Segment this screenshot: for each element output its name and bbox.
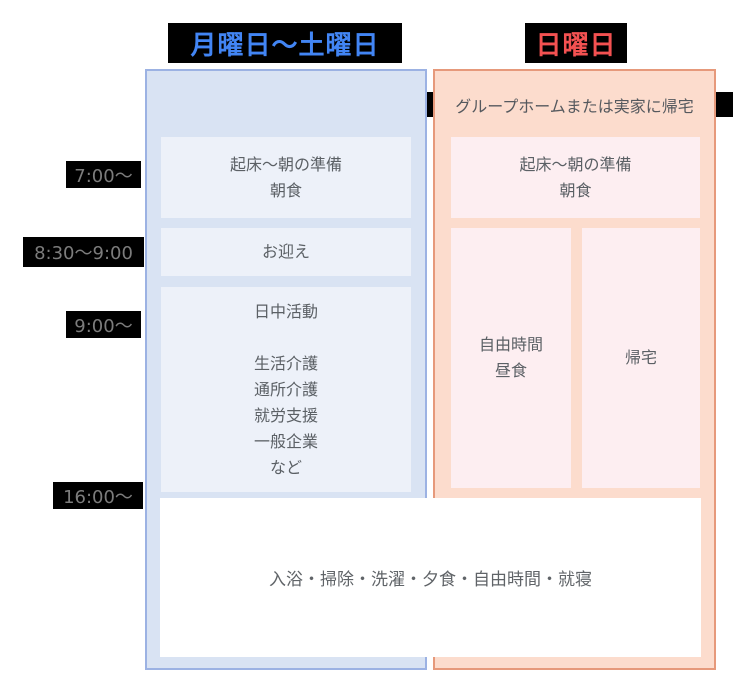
sunday-cell-free-time: 自由時間 昼食 xyxy=(451,228,571,488)
sunday-cell-go-home: 帰宅 xyxy=(582,228,700,488)
weekday-header: 月曜日〜土曜日 xyxy=(168,23,402,63)
evening-cell: 入浴・掃除・洗濯・夕食・自由時間・就寝 xyxy=(160,498,701,657)
sunday-header: 日曜日 xyxy=(525,23,627,63)
time-label-700: 7:00〜 xyxy=(66,161,141,188)
sunday-cell-morning: 起床〜朝の準備 朝食 xyxy=(451,137,700,218)
weekday-cell-pickup: お迎え xyxy=(161,228,411,276)
weekday-header-label: 月曜日〜土曜日 xyxy=(190,30,380,61)
sunday-banner-label: グループホームまたは実家に帰宅 xyxy=(455,96,694,116)
time-label-830-900: 8:30〜9:00 xyxy=(23,237,144,267)
weekday-cell-morning: 起床〜朝の準備 朝食 xyxy=(161,137,411,218)
weekday-cell-daytime: 日中活動 生活介護 通所介護 就労支援 一般企業 など xyxy=(161,287,411,492)
time-label-1600: 16:00〜 xyxy=(53,482,143,509)
sunday-header-label: 日曜日 xyxy=(535,30,617,61)
time-label-900: 9:00〜 xyxy=(66,311,141,338)
